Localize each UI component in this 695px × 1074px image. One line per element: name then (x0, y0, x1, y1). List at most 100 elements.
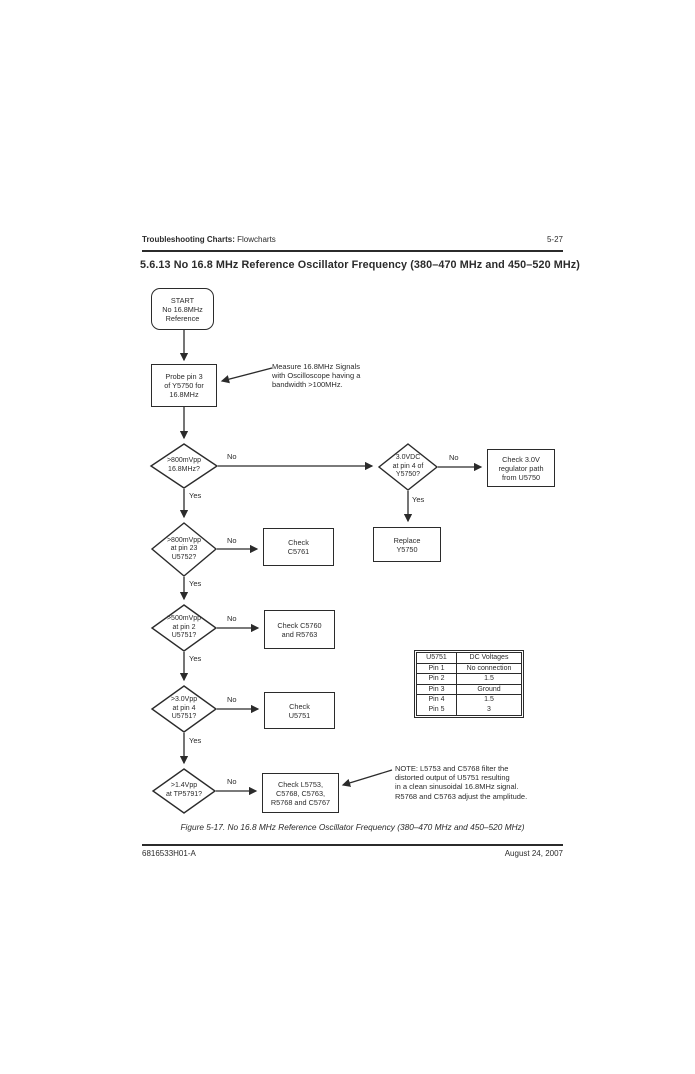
table-row: Pin 5 3 (416, 704, 522, 716)
scope-annotation-line: with Oscilloscope having a (272, 371, 361, 381)
table-header-cell: DC Voltages (456, 652, 522, 664)
diamond-3vdc-text: 3.0VDC at pin 4 of Y5750? (379, 444, 437, 490)
label-no: No (227, 452, 237, 461)
diamond-line: U5752? (171, 553, 197, 561)
check-u5751-box: Check U5751 (264, 692, 335, 729)
box-line: C5768, C5763, (275, 788, 326, 798)
diamond-line: >500mVpp (166, 615, 202, 623)
diamond-line: >800mVpp (166, 457, 202, 465)
check-regulator-box: Check 3.0V regulator path from U5750 (487, 449, 555, 487)
table-cell: Pin 5 (416, 704, 457, 716)
arrow-scope-note-to-probe (220, 367, 273, 384)
diamond-pin2 (150, 604, 218, 652)
box-line: Replace (393, 535, 421, 545)
start-terminator: START No 16.8MHz Reference (151, 288, 214, 330)
header-section-regular: Flowcharts (234, 235, 276, 244)
figure-caption: Figure 5-17. No 16.8 MHz Reference Oscil… (180, 822, 525, 832)
diamond-800mvpp (149, 443, 219, 489)
probe-line: 16.8MHz (169, 390, 199, 399)
page-footer: 6816533H01-A August 24, 2007 (142, 849, 563, 858)
header-rule (142, 250, 563, 252)
label-yes: Yes (412, 495, 425, 504)
diamond-line: 3.0VDC (395, 454, 421, 462)
label-yes: Yes (189, 491, 202, 500)
label-no: No (227, 695, 237, 704)
table-cell: 1.5 (456, 694, 522, 705)
table-cell: Pin 2 (416, 673, 457, 685)
diamond-line: at pin 2 (172, 623, 196, 631)
label-no: No (227, 614, 237, 623)
table-cell: No connection (456, 662, 522, 675)
probe-line: Probe pin 3 (165, 372, 203, 381)
box-line: Check (289, 701, 310, 711)
table-row: Pin 4 1.5 (416, 694, 522, 705)
note-line: in a clean sinusoidal 16.8MHz signal. (395, 782, 519, 792)
footer-date: August 24, 2007 (504, 849, 563, 858)
table-cell: Pin 3 (416, 683, 457, 696)
check-l5753-box: Check L5753, C5768, C5763, R5768 and C57… (262, 773, 339, 813)
table-cell: Pin 4 (416, 694, 457, 705)
arrow-note-to-l5753 (341, 769, 393, 787)
scope-annotation-line: bandwidth >100MHz. (272, 380, 343, 390)
box-line: C5761 (287, 547, 310, 556)
label-no: No (449, 453, 459, 462)
box-line: Y5750 (396, 544, 418, 554)
table-cell: Pin 1 (416, 662, 457, 675)
diamond-line: at TP5791? (165, 791, 203, 798)
diamond-line: U5751? (171, 713, 197, 721)
page-number: 5-27 (546, 235, 563, 244)
diamond-tp5791 (151, 768, 217, 814)
label-yes: Yes (189, 654, 202, 663)
diamond-tp5791-text: >1.4Vpp at TP5791? (153, 769, 215, 813)
diamond-line: >1.4Vpp (170, 782, 198, 790)
probe-line: of Y5750 for (164, 381, 204, 390)
page-header: Troubleshooting Charts: Flowcharts 5-27 (142, 235, 563, 244)
table-row: Pin 2 1.5 (416, 673, 522, 685)
start-line: Reference (165, 313, 200, 323)
diamond-line: U5751? (171, 632, 197, 640)
table-cell: Ground (456, 683, 522, 696)
section-title: 5.6.13 No 16.8 MHz Reference Oscillator … (140, 259, 580, 271)
table-cell: 3 (456, 704, 522, 716)
footer-part-number: 6816533H01-A (142, 849, 196, 858)
diamond-line: at pin 4 (172, 704, 196, 712)
box-line: from U5750 (501, 472, 541, 482)
diamond-line: at pin 23 (170, 545, 198, 553)
label-no: No (227, 536, 237, 545)
header-section-bold: Troubleshooting Charts: (142, 235, 235, 244)
start-line: START (170, 295, 195, 305)
diamond-line: >800mVpp (166, 536, 202, 544)
diamond-pin23-text: >800mVpp at pin 23 U5752? (152, 523, 216, 576)
scope-annotation: Measure 16.8MHz Signals with Oscilloscop… (272, 362, 360, 390)
box-line: Check (288, 538, 309, 547)
dc-voltage-table: U5751 DC Voltages Pin 1 No connection Pi… (414, 650, 524, 718)
header-section: Troubleshooting Charts: Flowcharts (142, 235, 276, 244)
box-line: R5768 and C5767 (270, 797, 331, 807)
diamond-line: Y5750? (395, 471, 421, 479)
probe-process-box: Probe pin 3 of Y5750 for 16.8MHz (151, 364, 217, 407)
table-row: Pin 1 No connection (416, 662, 522, 675)
replace-y5750-box: Replace Y5750 (373, 527, 441, 562)
table-header-row: U5751 DC Voltages (416, 652, 522, 664)
check-c5761-box: Check C5761 (263, 528, 334, 566)
start-line: No 16.8MHz (162, 304, 203, 314)
footer-rule (142, 844, 563, 846)
note-line: distorted output of U5751 resulting (395, 773, 510, 783)
box-line: Check 3.0V (502, 454, 540, 464)
label-yes: Yes (189, 736, 202, 745)
box-line: Check L5753, (277, 779, 324, 789)
box-line: Check C5760 (277, 620, 322, 630)
scope-annotation-line: Measure 16.8MHz Signals (272, 362, 360, 371)
diamond-pin2-text: >500mVpp at pin 2 U5751? (152, 605, 216, 651)
diamond-line: 16.8MHz? (168, 466, 200, 473)
box-line: U5751 (288, 710, 311, 720)
box-line: and R5763 (281, 629, 318, 639)
diamond-pin23 (150, 522, 218, 577)
diamond-800mvpp-text: >800mVpp 16.8MHz? (151, 444, 217, 488)
note-line: R5768 and C5763 adjust the amplitude. (395, 791, 528, 801)
note-line: NOTE: L5753 and C5768 filter the (395, 764, 509, 773)
label-yes: Yes (189, 579, 202, 588)
table-cell: 1.5 (456, 673, 522, 685)
